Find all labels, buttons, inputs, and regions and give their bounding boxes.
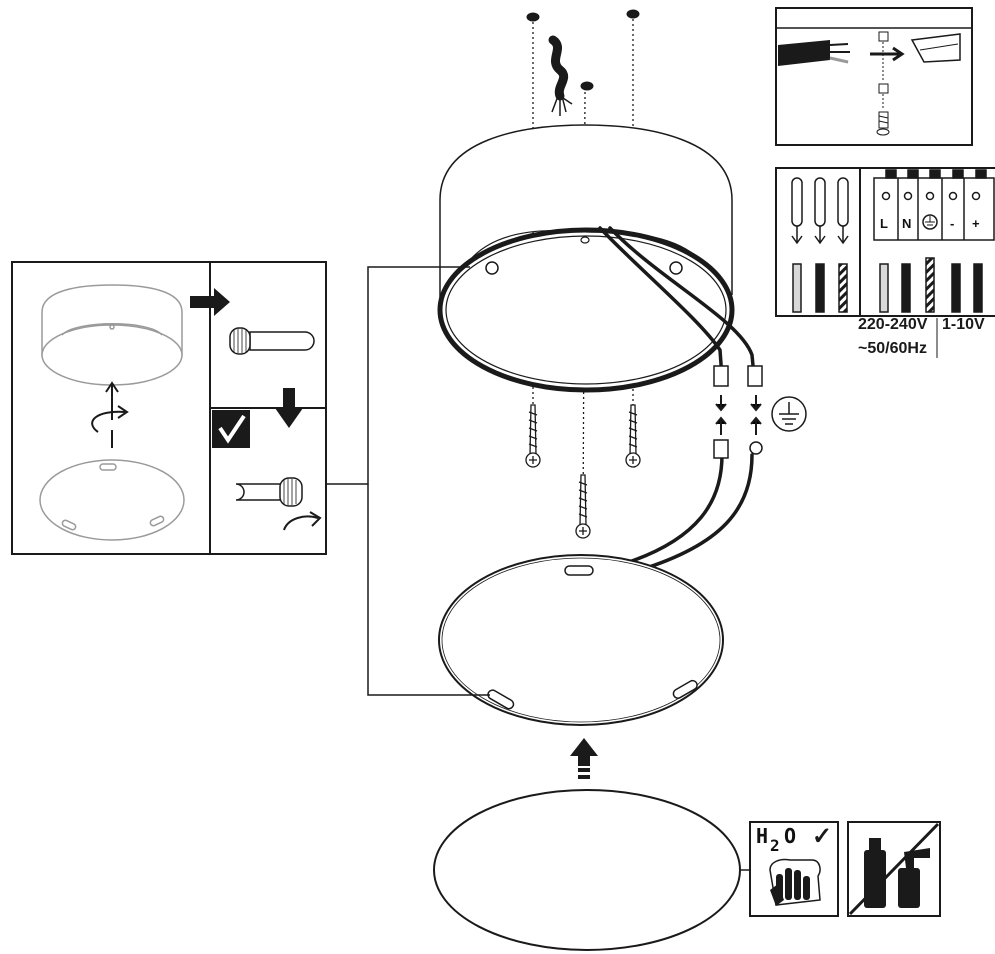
connector-icon	[713, 365, 729, 387]
keyhole-locked-icon	[235, 477, 303, 507]
ground-eyelet-icon	[749, 441, 763, 455]
cleaning-no-spray-panel	[847, 821, 941, 917]
terminal-label-l: L	[880, 216, 888, 231]
frequency-label: ~50/60Hz	[858, 340, 927, 357]
prohibited-slash	[848, 822, 940, 916]
water-label-o: O	[784, 824, 797, 848]
screw-head-icon	[669, 261, 683, 275]
terminal-strip	[873, 169, 995, 313]
screw-head-icon	[526, 12, 540, 22]
keyhole-slot-icon	[564, 565, 594, 576]
check-icon	[212, 410, 250, 448]
mounting-plate	[438, 554, 724, 726]
detail-housing	[41, 284, 183, 386]
internal-wires	[598, 226, 756, 572]
screw-head-icon	[485, 261, 499, 275]
keyhole-slot-icon	[487, 689, 515, 710]
terminal-label-n: N	[902, 216, 912, 231]
detail-cable-insert	[775, 7, 973, 146]
water-label-h: H	[756, 824, 769, 848]
screw-icon	[625, 404, 641, 468]
diffuser-cover	[433, 789, 750, 951]
voltage-label: 220-240V	[858, 316, 928, 333]
water-check-icon: ✓	[812, 823, 833, 850]
wire-insert-guides	[791, 177, 849, 313]
arrow-right-icon	[190, 288, 230, 316]
keyhole-slot-icon	[672, 679, 698, 699]
cleaning-water-panel	[749, 821, 839, 917]
screw-head-icon	[626, 9, 640, 19]
connector-icon	[747, 365, 763, 387]
water-label-2: 2	[770, 836, 780, 855]
mounting-screws	[525, 404, 641, 539]
terminal-label-minus: -	[950, 216, 955, 231]
ceiling-anchor-points	[526, 9, 640, 91]
hand-icon	[769, 858, 821, 906]
screw-icon	[876, 111, 890, 136]
connector-arrows	[715, 395, 762, 435]
lamp-housing	[437, 124, 735, 393]
ground-symbol-icon	[771, 396, 807, 432]
detail-panel-left	[11, 261, 490, 696]
screw-icon	[525, 404, 541, 468]
detail-terminal-block	[775, 167, 995, 358]
keyhole-lock-icon	[229, 327, 315, 355]
power-cable-icon	[548, 35, 573, 116]
arrow-up-icon	[570, 738, 598, 779]
screw-icon	[575, 474, 591, 539]
terminal-label-plus: +	[972, 216, 980, 231]
rotate-clockwise-icon	[283, 511, 322, 531]
arrow-down-icon	[275, 388, 303, 428]
connector-icon	[713, 439, 729, 459]
dimming-label: 1-10V	[942, 316, 985, 333]
rotate-arrow-icon	[91, 381, 129, 448]
arrow-right-icon	[870, 46, 905, 62]
detail-plate	[39, 459, 185, 541]
screw-head-icon	[580, 81, 594, 91]
wire-connectors	[713, 365, 763, 459]
